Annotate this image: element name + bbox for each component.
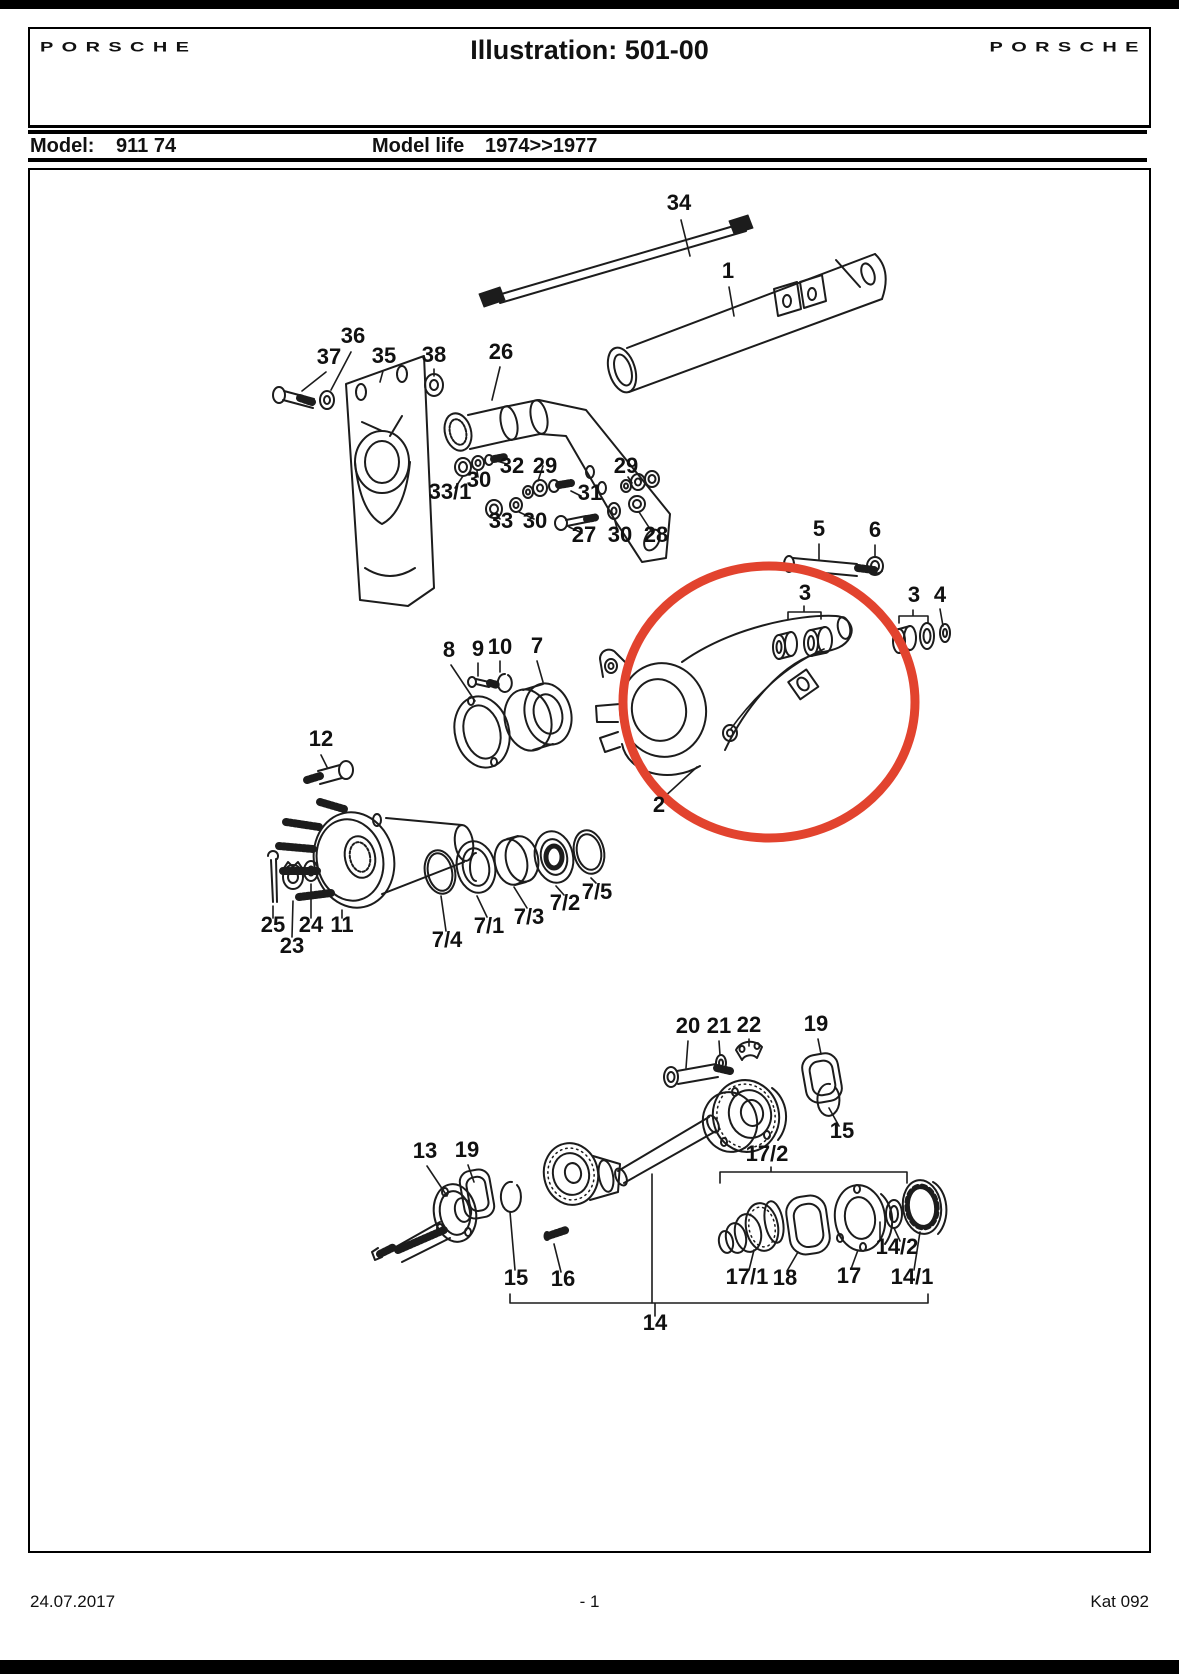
part-label-15: 15 — [504, 1265, 528, 1290]
part-label-33: 33 — [489, 508, 513, 533]
part-label-14-1: 14/1 — [891, 1264, 934, 1289]
part-label-16: 16 — [551, 1266, 575, 1291]
part-label-14: 14 — [643, 1310, 668, 1335]
part-label-17: 17 — [837, 1263, 861, 1288]
part-label-20: 20 — [676, 1013, 700, 1038]
leader-lines — [272, 219, 944, 1304]
part-label-7: 7 — [531, 633, 543, 658]
part-label-1: 1 — [722, 258, 734, 283]
model-bar: Model: 911 74 Model life 1974>>1977 — [28, 130, 1147, 162]
footer-catalog-code: Kat 092 — [1090, 1592, 1149, 1611]
part-label-29: 29 — [533, 453, 557, 478]
part-label-32: 32 — [500, 453, 524, 478]
part-label-26: 26 — [489, 339, 513, 364]
page-title: Illustration: 501-00 — [470, 35, 709, 65]
part-label-7-3: 7/3 — [514, 904, 545, 929]
part-label-21: 21 — [707, 1013, 731, 1038]
part-label-5: 5 — [813, 516, 825, 541]
part-label-23: 23 — [280, 933, 304, 958]
part-label-15: 15 — [830, 1118, 854, 1143]
footer-date: 24.07.2017 — [30, 1592, 116, 1611]
model-value: 911 74 — [116, 135, 177, 157]
part-label-7-4: 7/4 — [432, 927, 463, 952]
part-label-27: 27 — [572, 522, 596, 547]
part-label-11: 11 — [330, 912, 353, 937]
group-brackets — [509, 605, 929, 1317]
part-label-14-2: 14/2 — [876, 1234, 919, 1259]
part-label-34: 34 — [667, 190, 692, 215]
part-label-30: 30 — [523, 508, 547, 533]
parts-diagram-svg: 341363735382632292933/130313330273028563… — [261, 190, 951, 1335]
model-label: Model: — [30, 135, 95, 157]
part-label-8: 8 — [443, 637, 455, 662]
part-label-30: 30 — [608, 522, 632, 547]
model-life-value: 1974>>1977 — [485, 135, 598, 157]
part-label-36: 36 — [341, 323, 365, 348]
part-label-22: 22 — [737, 1012, 761, 1037]
part-label-19: 19 — [804, 1011, 828, 1036]
part-label-24: 24 — [299, 912, 324, 937]
part-label-33-1: 33/1 — [429, 479, 472, 504]
part-label-13: 13 — [413, 1138, 437, 1163]
porsche-logo-left: PORSCHE — [40, 40, 198, 56]
part-label-19: 19 — [455, 1137, 479, 1162]
part-label-29: 29 — [614, 453, 638, 478]
top-black-bar — [0, 0, 1179, 9]
part-label-35: 35 — [372, 343, 396, 368]
part-label-10: 10 — [488, 634, 512, 659]
footer-page-number: - 1 — [579, 1592, 600, 1611]
diagram-line-art — [267, 214, 951, 1317]
part-label-7-2: 7/2 — [550, 890, 581, 915]
part-label-25: 25 — [261, 912, 285, 937]
porsche-logo-right: PORSCHE — [989, 40, 1147, 56]
part-label-2: 2 — [653, 792, 665, 817]
bottom-black-bar — [0, 1660, 1179, 1674]
part-label-31: 31 — [578, 480, 602, 505]
part-label-30: 30 — [467, 467, 491, 492]
part-label-9: 9 — [472, 636, 484, 661]
header: PORSCHE Illustration: 501-00 PORSCHE — [28, 27, 1151, 128]
part-label-18: 18 — [773, 1265, 797, 1290]
part-label-4: 4 — [934, 582, 947, 607]
part-label-38: 38 — [422, 342, 446, 367]
part-label-6: 6 — [869, 517, 881, 542]
part-label-28: 28 — [644, 522, 668, 547]
part-label-3: 3 — [908, 582, 920, 607]
part-label-12: 12 — [309, 726, 333, 751]
part-label-17-1: 17/1 — [726, 1264, 769, 1289]
part-label-7-1: 7/1 — [474, 913, 505, 938]
model-life-label: Model life — [372, 135, 465, 157]
part-label-7-5: 7/5 — [582, 879, 613, 904]
highlight-circle-part-2 — [618, 561, 920, 843]
part-label-17-2: 17/2 — [746, 1141, 789, 1166]
part-label-3: 3 — [799, 580, 811, 605]
part-label-37: 37 — [317, 344, 341, 369]
